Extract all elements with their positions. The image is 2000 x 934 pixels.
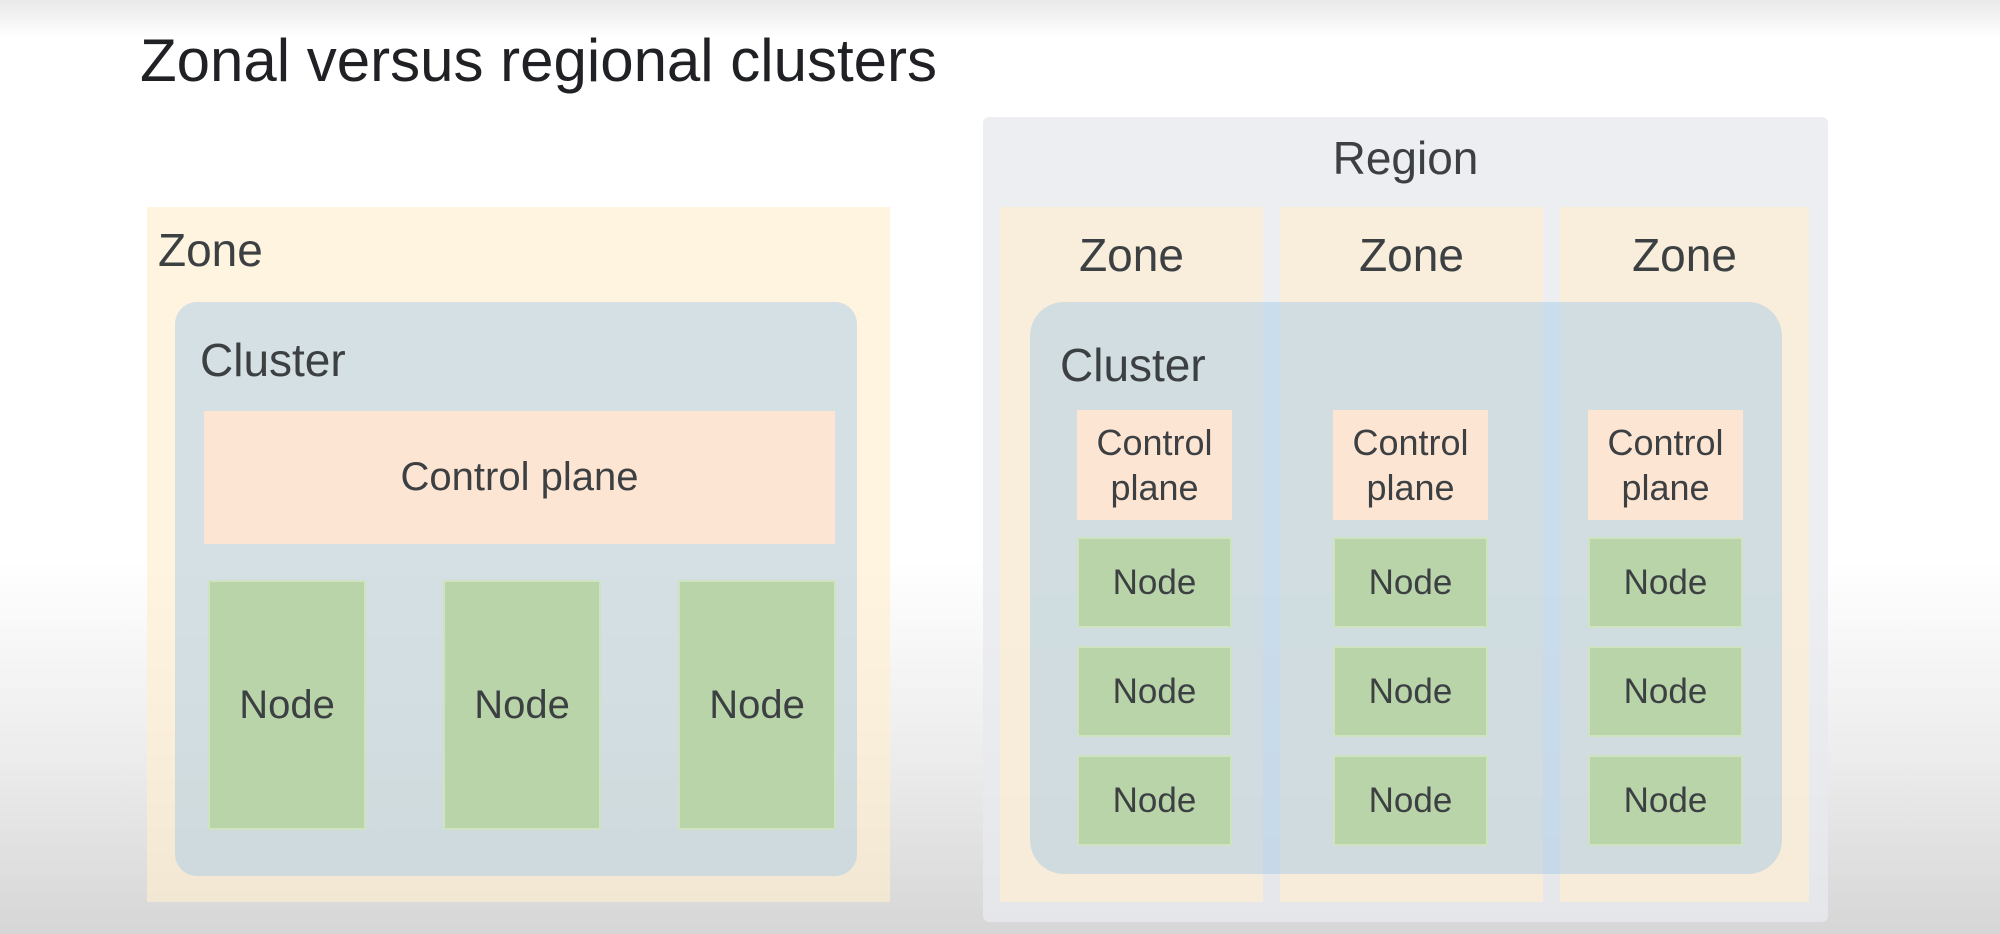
regional-control-plane: Control plane [1588, 410, 1743, 520]
regional-node: Node [1333, 537, 1488, 628]
regional-control-plane: Control plane [1333, 410, 1488, 520]
regional-node: Node [1333, 755, 1488, 846]
regional-node: Node [1077, 646, 1232, 737]
regional-control-plane: Control plane [1077, 410, 1232, 520]
regional-node: Node [1588, 755, 1743, 846]
regional-node: Node [1588, 537, 1743, 628]
regional-node: Node [1588, 646, 1743, 737]
page-title: Zonal versus regional clusters [140, 27, 938, 94]
zonal-node: Node [443, 580, 601, 830]
zonal-node: Node [208, 580, 366, 830]
regional-node: Node [1077, 755, 1232, 846]
zonal-control-plane: Control plane [204, 411, 835, 544]
region-label: Region [1332, 132, 1479, 184]
zonal-node: Node [678, 580, 836, 830]
zonal-cluster-label: Cluster [200, 334, 346, 386]
regional-zone-label: Zone [1079, 229, 1184, 281]
regional-zone-label: Zone [1359, 229, 1464, 281]
regional-node: Node [1333, 646, 1488, 737]
regional-node: Node [1077, 537, 1232, 628]
regional-zone-label: Zone [1632, 229, 1737, 281]
zonal-zone-label: Zone [158, 224, 263, 276]
regional-cluster-label: Cluster [1060, 339, 1206, 391]
